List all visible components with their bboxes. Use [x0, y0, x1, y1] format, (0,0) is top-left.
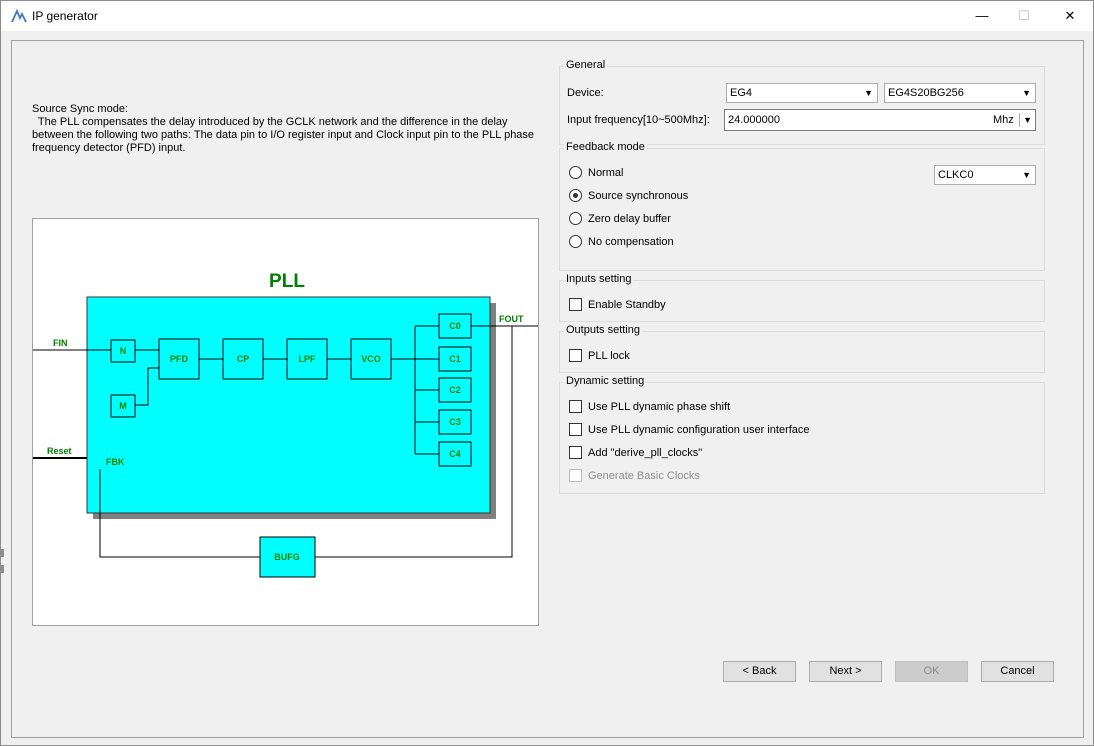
c1-block	[438, 346, 472, 372]
outputs-setting-group	[559, 331, 1045, 373]
radio-indicator[interactable]	[569, 235, 582, 248]
mode-description: Source Sync mode: The PLL compensates th…	[32, 103, 552, 155]
checkbox-indicator	[569, 469, 582, 482]
cp-block	[222, 338, 264, 380]
enable-standby-label: Enable Standby	[588, 299, 666, 311]
checkbox-indicator[interactable]	[569, 298, 582, 311]
radio-indicator[interactable]	[569, 189, 582, 202]
pll-box	[86, 296, 491, 514]
description-line: between the following two paths: The dat…	[32, 129, 535, 141]
m-block-label: M	[119, 401, 127, 411]
radio-no-compensation-label: No compensation	[588, 236, 674, 248]
inputs-setting-title: Inputs setting	[564, 273, 634, 285]
dynamic-setting-title: Dynamic setting	[564, 375, 647, 387]
fin-label: FIN	[53, 338, 68, 348]
ok-button: OK	[895, 661, 968, 682]
input-frequency-field[interactable]: 24.000000 Mhz ▼	[724, 109, 1036, 131]
close-button[interactable]: ✕	[1064, 8, 1076, 23]
app-logo-icon	[11, 9, 27, 23]
radio-indicator[interactable]	[569, 212, 582, 225]
outputs-setting-title: Outputs setting	[564, 324, 642, 336]
lpf-block-label: LPF	[299, 354, 317, 364]
radio-zero-delay-buffer-label: Zero delay buffer	[588, 213, 671, 225]
maximize-button[interactable]: ☐	[1018, 8, 1030, 23]
bufg-block-label: BUFG	[274, 552, 300, 562]
general-group	[559, 66, 1045, 145]
unit-separator	[1019, 113, 1020, 127]
description-line: Source Sync mode:	[32, 103, 128, 115]
frequency-unit-value: Mhz	[993, 114, 1014, 126]
back-button[interactable]: < Back	[723, 661, 796, 682]
next-button[interactable]: Next >	[809, 661, 882, 682]
c4-block-label: C4	[449, 449, 461, 459]
edge-mark	[1, 565, 4, 573]
feedback-mode-title: Feedback mode	[564, 141, 647, 153]
c1-block-label: C1	[449, 354, 461, 364]
vco-block	[350, 338, 392, 380]
description-line: frequency detector (PFD) input.	[32, 142, 186, 154]
radio-normal-label: Normal	[588, 167, 624, 179]
bufg-block	[259, 536, 316, 578]
description-line: The PLL compensates the delay introduced…	[32, 116, 508, 128]
feedback-clock-select[interactable]: CLKC0 ▼	[934, 165, 1036, 185]
inputs-setting-group	[559, 280, 1045, 322]
input-frequency-value: 24.000000	[728, 114, 780, 126]
chevron-down-icon: ▼	[864, 88, 873, 98]
pll-diagram: PLL	[32, 218, 539, 626]
c2-block-label: C2	[449, 385, 461, 395]
edge-mark	[1, 549, 4, 557]
input-frequency-label: Input frequency[10~500Mhz]:	[567, 114, 710, 126]
dynamic-setting-group	[559, 382, 1045, 494]
vco-block-label: VCO	[361, 354, 381, 364]
checkbox-indicator[interactable]	[569, 400, 582, 413]
device-family-select[interactable]: EG4 ▼	[726, 83, 878, 103]
checkbox-indicator[interactable]	[569, 446, 582, 459]
device-family-value: EG4	[730, 87, 753, 99]
chevron-down-icon: ▼	[1023, 115, 1032, 125]
chevron-down-icon: ▼	[1022, 170, 1031, 180]
chevron-down-icon: ▼	[1022, 88, 1031, 98]
device-part-value: EG4S20BG256	[888, 87, 964, 99]
dynamic-phase-shift-label: Use PLL dynamic phase shift	[588, 401, 731, 413]
c3-block	[438, 409, 472, 435]
c2-block	[438, 377, 472, 403]
cp-block-label: CP	[237, 354, 250, 364]
title-bar: IP generator — ☐ ✕	[0, 0, 1094, 31]
radio-indicator[interactable]	[569, 166, 582, 179]
c0-block-label: C0	[449, 321, 461, 331]
dialog-body: Source Sync mode: The PLL compensates th…	[0, 31, 1094, 746]
minimize-button[interactable]: —	[975, 8, 989, 23]
reset-label: Reset	[47, 446, 72, 456]
lpf-block	[286, 338, 328, 380]
n-block	[110, 339, 136, 363]
radio-source-synchronous-label: Source synchronous	[588, 190, 689, 202]
pll-title: PLL	[269, 271, 305, 292]
window-title: IP generator	[32, 9, 98, 23]
dynamic-config-ui-label: Use PLL dynamic configuration user inter…	[588, 424, 810, 436]
frequency-unit-select[interactable]: Mhz ▼	[990, 111, 1034, 129]
pll-lock-label: PLL lock	[588, 350, 630, 362]
c0-block	[438, 313, 472, 339]
fout-label: FOUT	[499, 314, 524, 324]
general-group-title: General	[564, 59, 608, 71]
fbk-label: FBK	[106, 457, 125, 467]
m-block	[110, 394, 136, 418]
device-part-select[interactable]: EG4S20BG256 ▼	[884, 83, 1036, 103]
c3-block-label: C3	[449, 417, 461, 427]
content-frame: Source Sync mode: The PLL compensates th…	[11, 40, 1084, 738]
derive-pll-clocks-label: Add "derive_pll_clocks"	[588, 447, 703, 459]
feedback-clock-value: CLKC0	[938, 169, 974, 181]
generate-basic-clocks-label: Generate Basic Clocks	[588, 470, 700, 482]
pfd-block-label: PFD	[170, 354, 189, 364]
n-block-label: N	[120, 346, 127, 356]
cancel-button[interactable]: Cancel	[981, 661, 1054, 682]
c4-block	[438, 441, 472, 467]
device-label: Device:	[567, 87, 604, 99]
checkbox-indicator[interactable]	[569, 349, 582, 362]
feedback-mode-group	[559, 148, 1045, 271]
pfd-block	[158, 338, 200, 380]
checkbox-indicator[interactable]	[569, 423, 582, 436]
